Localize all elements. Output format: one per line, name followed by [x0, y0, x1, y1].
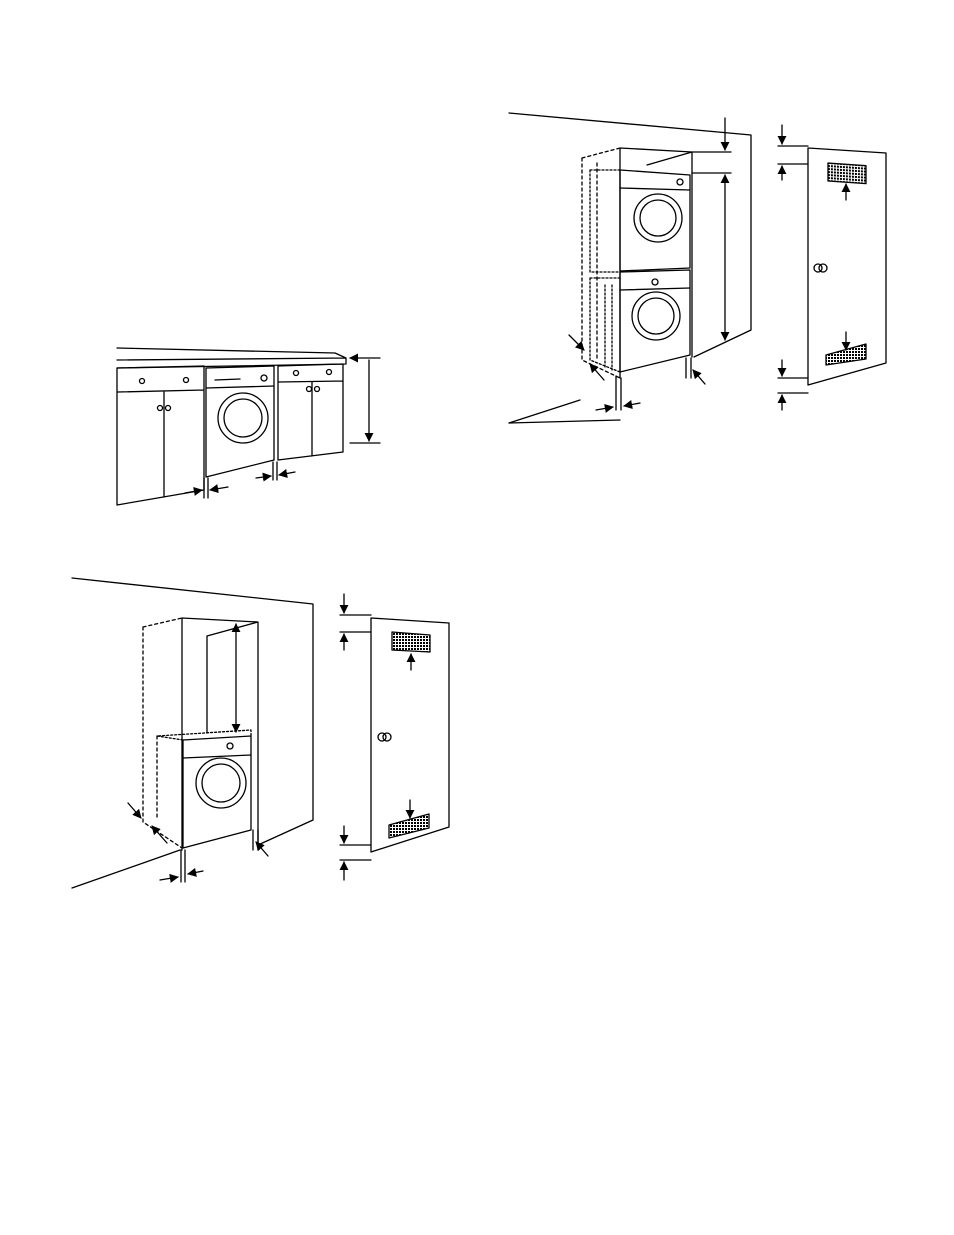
stacked-washer	[590, 270, 690, 372]
door-knob	[158, 406, 163, 411]
bottom-clearance-arrow	[160, 877, 178, 880]
side-clearance-arrow	[128, 803, 141, 818]
rear-clearance-lines	[253, 830, 258, 850]
door-knob	[819, 264, 827, 272]
top-clearance-lines	[692, 152, 731, 173]
under-counter-diagram	[117, 348, 380, 505]
upper-vent	[392, 632, 430, 652]
wall-floor-line	[509, 400, 580, 423]
rear-clearance-lines	[686, 358, 691, 378]
left-clearance-lines	[204, 478, 208, 498]
door-bottom-clearance-lines	[778, 378, 808, 393]
rear-clearance-arrow	[693, 370, 705, 384]
stacked-dryer	[590, 170, 690, 272]
stacked-closet-diagram	[509, 113, 751, 423]
wall	[509, 113, 751, 423]
drawer-knob	[140, 379, 145, 384]
left-clearance-arrow	[185, 490, 202, 493]
height-dimension	[350, 358, 380, 443]
single-closet-diagram	[72, 578, 313, 888]
bottom-left-arrows	[569, 335, 584, 350]
bottom-clearance-arrow	[596, 407, 613, 410]
door-knob	[307, 387, 312, 392]
closet-door-top	[778, 125, 886, 410]
closet-opening	[620, 148, 692, 378]
door-knob	[383, 733, 391, 741]
door-bottom-clearance-lines	[340, 845, 371, 860]
door-top-clearance-lines	[778, 146, 808, 164]
left-cabinet	[117, 366, 204, 505]
upper-vent	[828, 163, 866, 184]
washer-undercounter	[206, 366, 274, 477]
drawer-knob	[184, 378, 189, 383]
bottom-clearance-lines	[616, 376, 621, 410]
right-clearance-arrow	[279, 472, 295, 475]
closet-washer	[157, 730, 251, 848]
closet-dashed	[582, 148, 620, 378]
door-top-clearance-lines	[340, 615, 371, 632]
side-clearance-arrow	[152, 826, 167, 843]
drawer-knob	[327, 370, 332, 375]
right-clearance-arrow	[256, 476, 271, 478]
right-clearance-lines	[273, 462, 277, 480]
closet-dashed	[143, 618, 182, 848]
door-knob	[315, 387, 320, 392]
lower-vent	[389, 814, 429, 838]
wall	[72, 578, 313, 888]
left-clearance-arrow	[210, 487, 228, 490]
bottom-clearance-arrow	[624, 403, 640, 406]
bottom-clearance-lines	[181, 850, 185, 882]
door-knob	[166, 406, 171, 411]
right-cabinet	[278, 364, 343, 460]
closet-opening	[182, 618, 258, 850]
drawer-knob	[294, 371, 299, 376]
closet-door-bottom	[340, 594, 449, 880]
bottom-clearance-arrow	[188, 871, 203, 874]
